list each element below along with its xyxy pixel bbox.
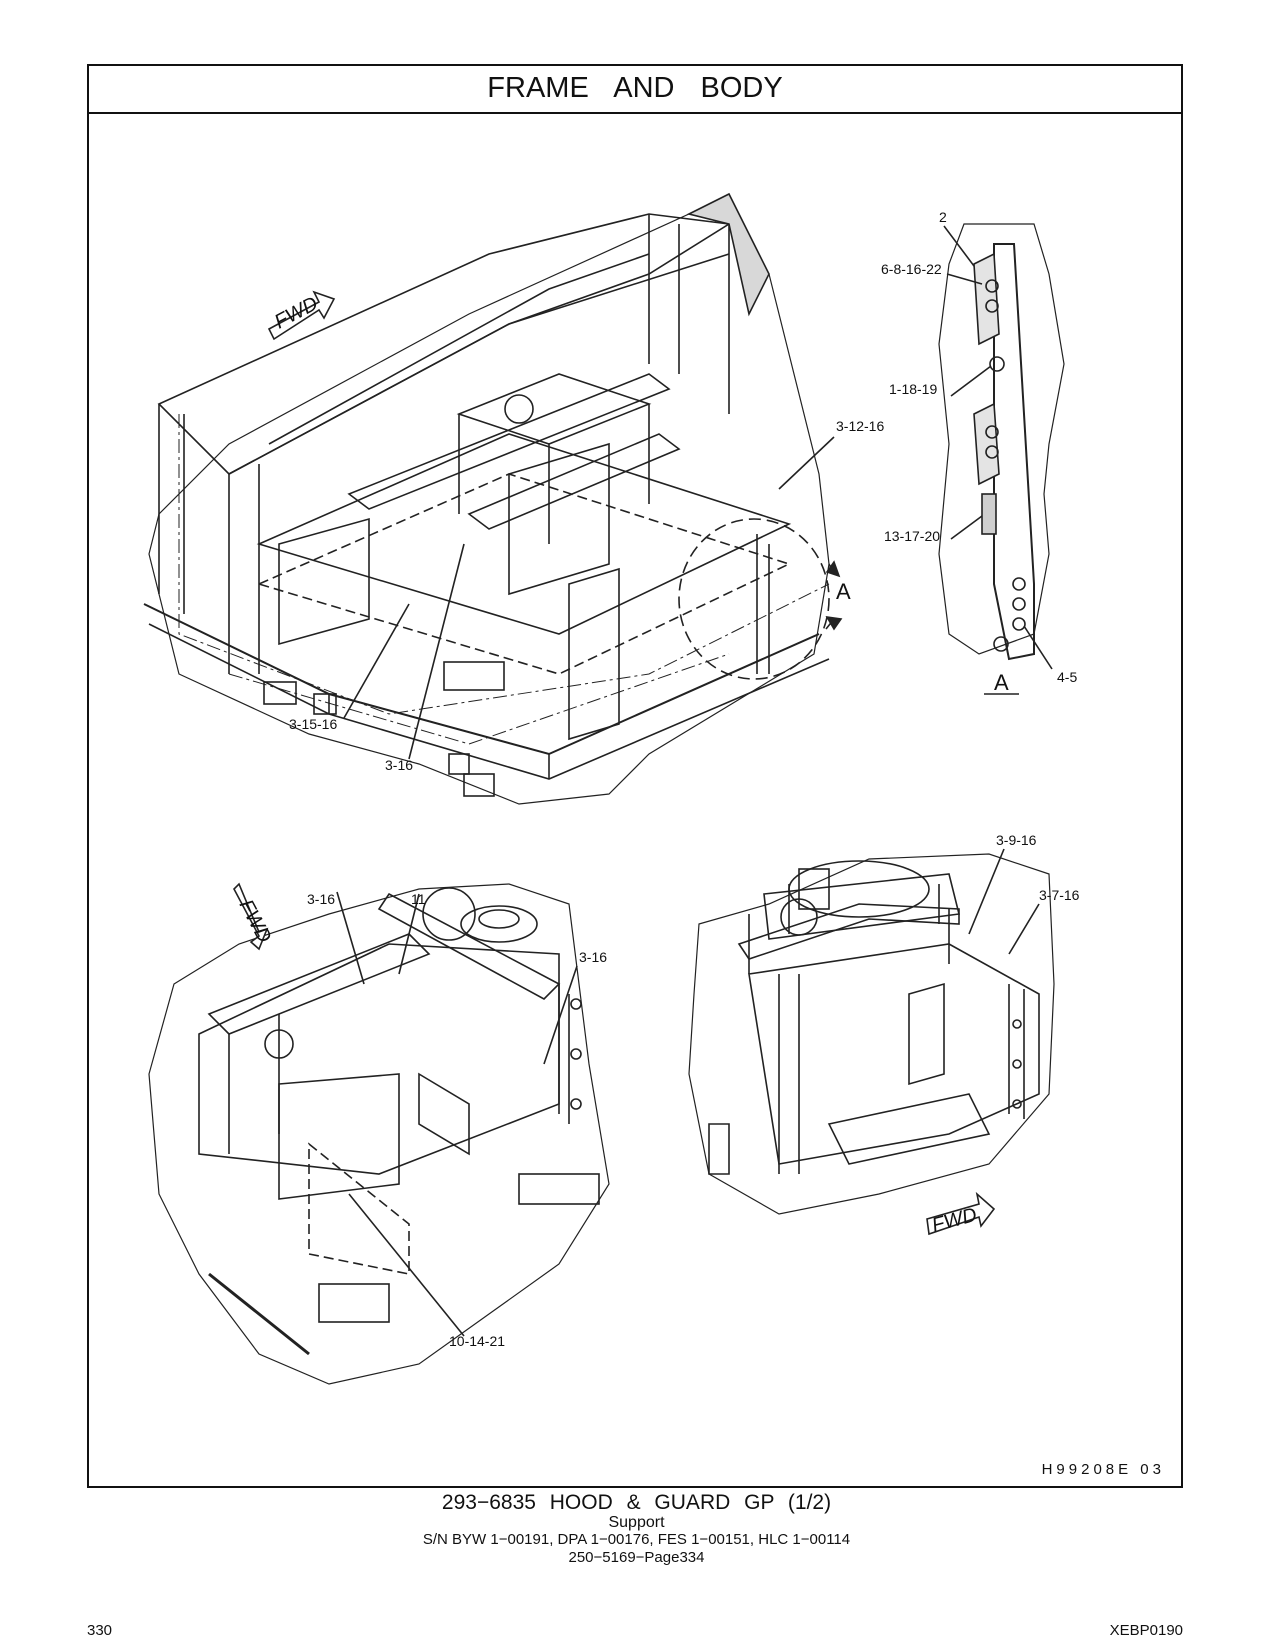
- callout-3-12-16: 3-12-16: [836, 418, 884, 434]
- view-label-a-detail: A: [994, 670, 1009, 695]
- fwd-arrow-lower-left-icon: [233, 882, 269, 951]
- callout-4-5: 4-5: [1057, 669, 1077, 685]
- caption-page-ref: 250−5169−Page334: [568, 1549, 705, 1566]
- callout-6-8-16-22: 6-8-16-22: [881, 261, 942, 277]
- lower-left-drawing: [148, 883, 610, 1385]
- callout-13-17-20: 13-17-20: [884, 528, 940, 544]
- callout-3-16-main: 3-16: [385, 757, 413, 773]
- lower-right-drawing: [688, 848, 1055, 1215]
- document-code: XEBP0190: [1109, 1622, 1183, 1639]
- callout-3-16-lower-left-a: 3-16: [307, 891, 335, 907]
- main-frame-drawing: [143, 192, 843, 805]
- fwd-label-lower-right: FWD: [930, 1204, 980, 1237]
- parts-illustration: 3-12-16 3-15-16 3-16 2 6-8-16-22 1-18-19…: [143, 192, 1080, 1385]
- callout-2: 2: [939, 209, 947, 225]
- page-title: FRAME AND BODY: [487, 72, 783, 104]
- caption-block: 293−6835 HOOD & GUARD GP (1/2) Support S…: [0, 1492, 1273, 1567]
- fwd-label-main: FWD: [271, 293, 322, 334]
- callout-3-15-16: 3-15-16: [289, 716, 337, 732]
- page-number: 330: [87, 1622, 113, 1639]
- fwd-arrow-main-icon: [267, 290, 336, 341]
- callout-3-9-16: 3-9-16: [996, 832, 1037, 848]
- callout-1-18-19: 1-18-19: [889, 381, 937, 397]
- callout-3-16-lower-left-b: 3-16: [579, 949, 607, 965]
- caption-title: 293−6835 HOOD & GUARD GP (1/2): [441, 1491, 832, 1514]
- caption-subtitle: Support: [608, 1514, 665, 1531]
- illustration-frame: FRAME AND BODY: [87, 64, 1183, 1488]
- fwd-label-lower-left: FWD: [235, 896, 276, 947]
- title-bar: FRAME AND BODY: [89, 66, 1181, 114]
- detail-a-drawing: [938, 223, 1065, 695]
- view-label-a-circle: A: [836, 579, 851, 604]
- callout-11: 11: [411, 891, 426, 907]
- callout-10-14-21: 10-14-21: [449, 1333, 505, 1349]
- fwd-arrow-lower-right-icon: [926, 1191, 996, 1236]
- callout-3-7-16: 3-7-16: [1039, 887, 1080, 903]
- reference-code: H99208E 03: [1041, 1461, 1165, 1478]
- caption-serial-numbers: S/N BYW 1−00191, DPA 1−00176, FES 1−0015…: [422, 1531, 851, 1548]
